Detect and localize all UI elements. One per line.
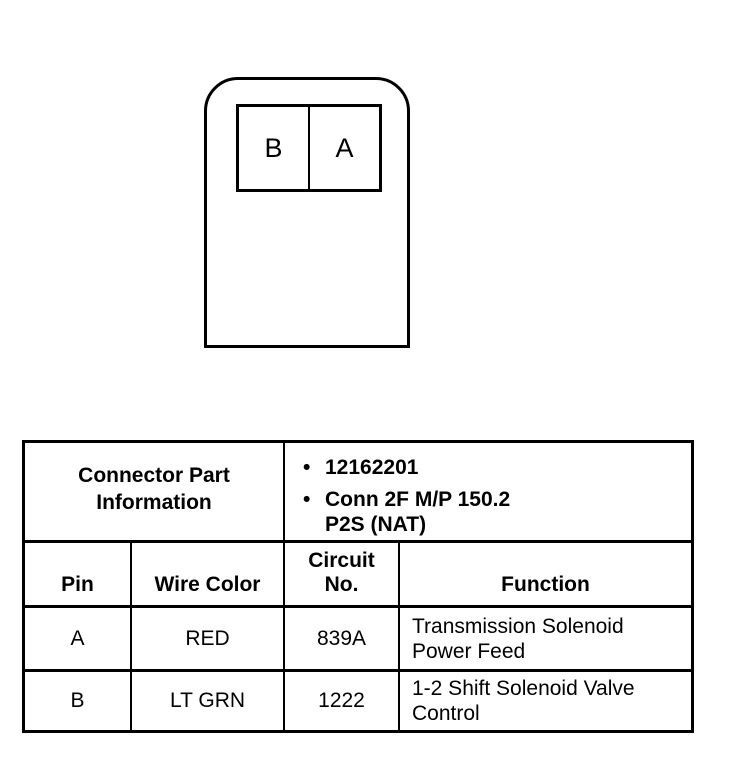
cavity-b: B <box>264 132 283 163</box>
connector-info-table: Connector Part Information 12162201 Conn… <box>22 440 694 733</box>
part-info-label: Connector Part Information <box>78 463 230 514</box>
circuit-cell: 839A <box>283 608 398 669</box>
cavity-a: A <box>308 107 379 189</box>
table-row: A RED 839A Transmission Solenoid Power F… <box>25 608 691 672</box>
connector-description: Conn 2F M/P 150.2 P2S (NAT) <box>303 487 691 537</box>
part-number: 12162201 <box>303 455 691 480</box>
pin-cell: A <box>70 626 85 650</box>
part-info-values: 12162201 Conn 2F M/P 150.2 P2S (NAT) <box>283 443 691 540</box>
wire-color-cell: LT GRN <box>130 672 283 730</box>
function-cell: 1-2 Shift Solenoid Valve Control <box>398 672 691 730</box>
pin-cell: B <box>70 689 85 712</box>
part-info-row: Connector Part Information 12162201 Conn… <box>25 443 691 543</box>
function-cell: Transmission Solenoid Power Feed <box>398 608 691 669</box>
header-function: Function <box>398 543 691 605</box>
table-row: B LT GRN 1222 1-2 Shift Solenoid Valve C… <box>25 672 691 730</box>
header-wire-color: Wire Color <box>130 543 283 605</box>
table-header-row: Pin Wire Color Circuit No. Function <box>25 543 691 608</box>
wire-color-cell: RED <box>130 608 283 669</box>
connector-cavity-block: B A <box>236 104 382 192</box>
header-pin: Pin <box>61 573 94 596</box>
circuit-cell: 1222 <box>283 672 398 730</box>
header-circuit-no: Circuit No. <box>283 543 398 605</box>
